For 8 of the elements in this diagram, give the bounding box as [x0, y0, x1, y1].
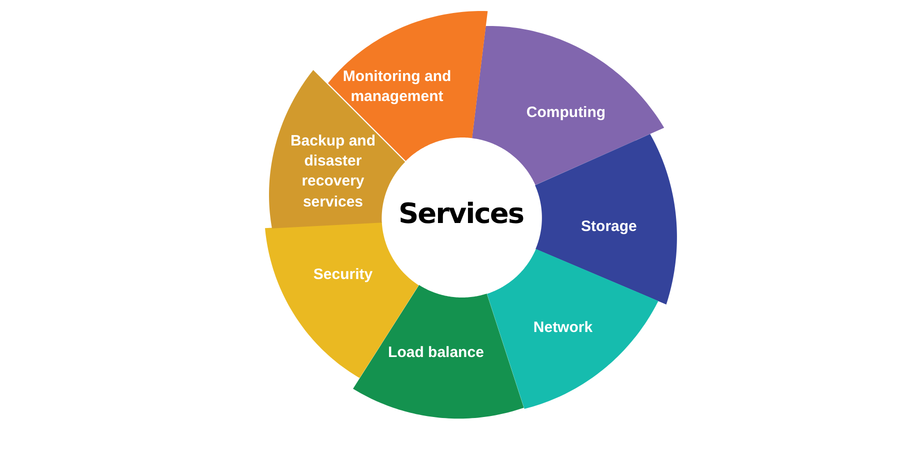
segment-label: Backup and disaster recovery services [289, 131, 376, 212]
segment-label: Load balance [387, 342, 485, 363]
segment-label: Storage [580, 216, 638, 237]
segment-label: Monitoring and management [342, 66, 452, 107]
segment-label: Computing [525, 102, 607, 123]
hub-label: Services [397, 197, 525, 231]
segment-label: Network [532, 318, 594, 338]
segment-label: Security [312, 264, 374, 285]
